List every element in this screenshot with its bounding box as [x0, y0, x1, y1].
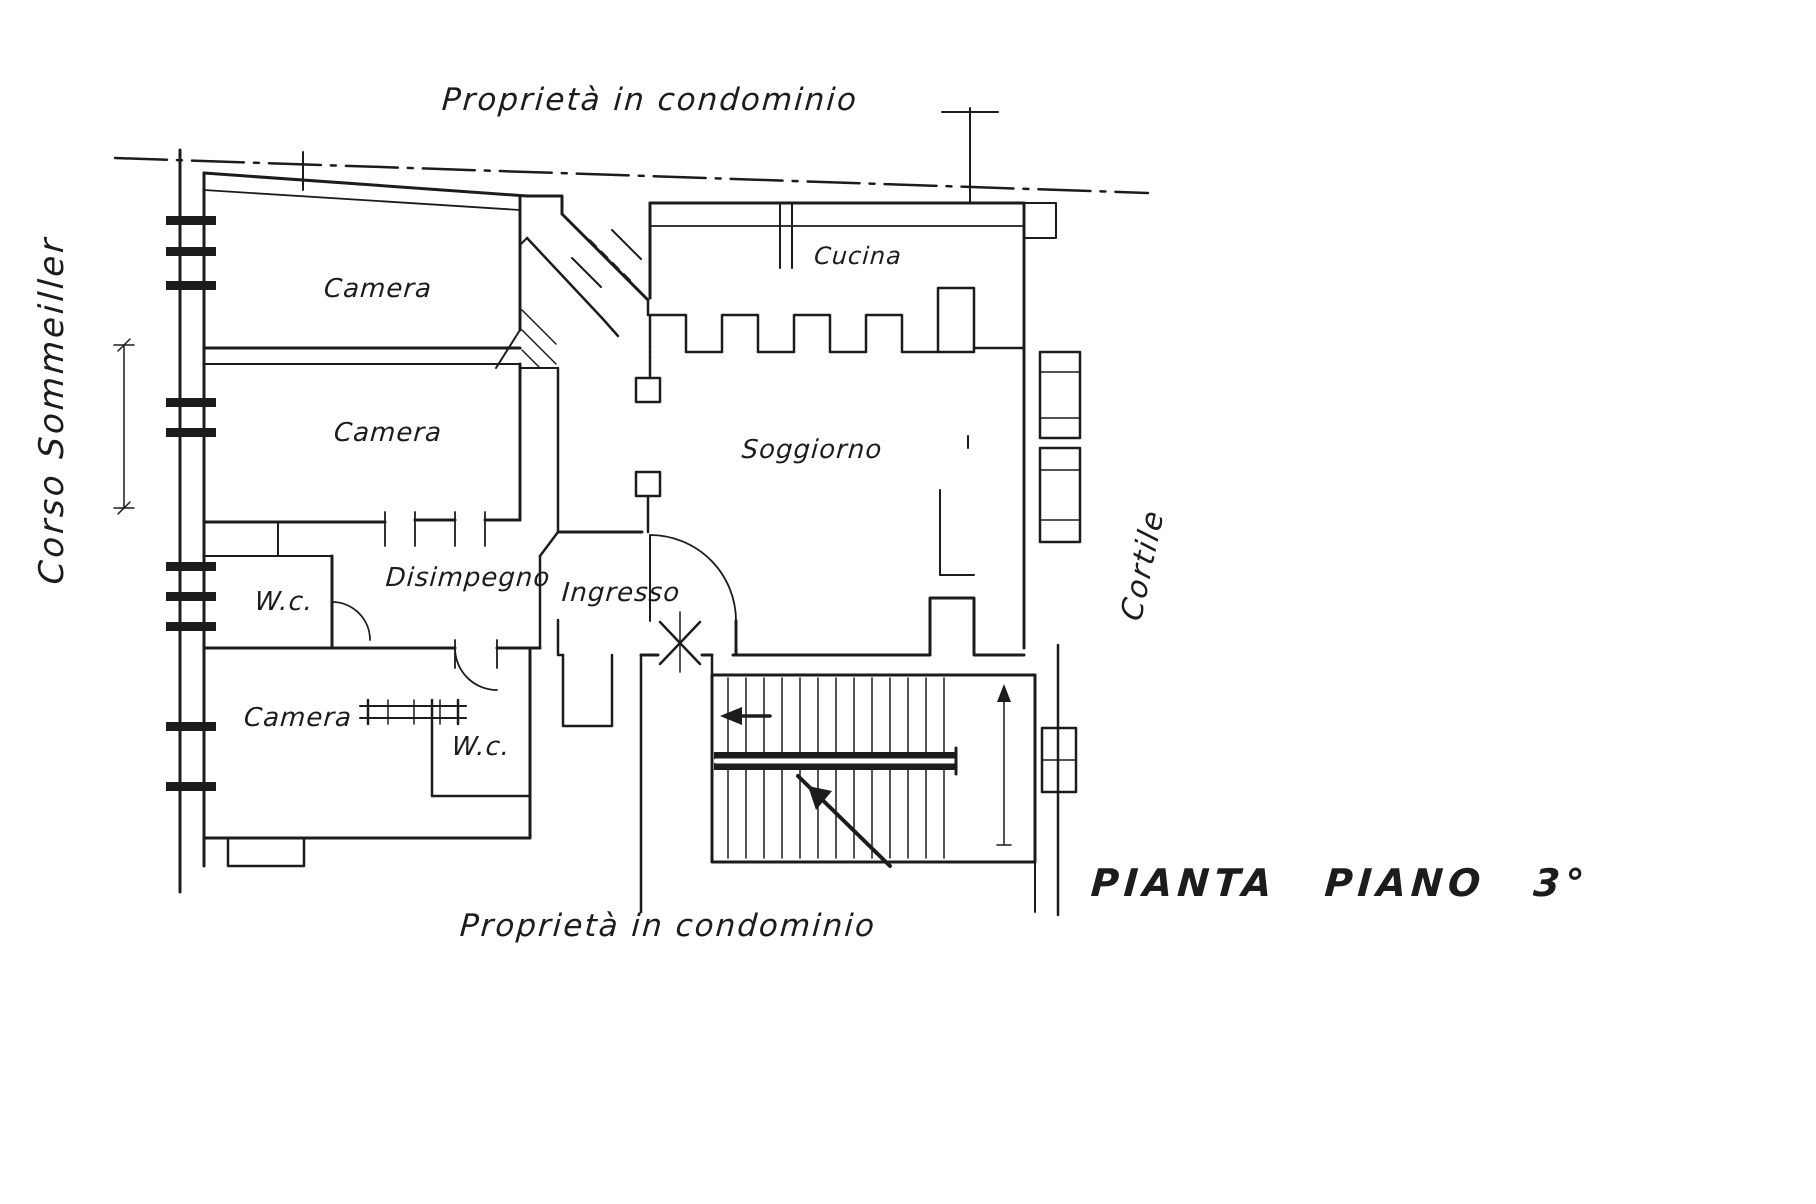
- staircase: [710, 673, 1037, 868]
- boundary-label-top: Proprietà in condominio: [440, 82, 860, 118]
- bay-windows: [1038, 350, 1082, 794]
- plan-title: PIANTA PIANO 3°: [1089, 861, 1591, 905]
- closet: [359, 698, 467, 726]
- windows-left-wall: [166, 216, 216, 791]
- room-label-camera-2: Camera: [332, 418, 444, 448]
- stair-direction-arrowhead: [808, 786, 832, 810]
- room-label-camera-1: Camera: [322, 274, 434, 304]
- door-swings: [331, 511, 737, 691]
- dimension-lines: [113, 338, 135, 515]
- entry-door-x: [658, 611, 702, 673]
- room-label-cucina: Cucina: [813, 242, 903, 270]
- entrance-vestibule: [495, 229, 650, 369]
- stair-landing-arrowhead: [720, 707, 742, 725]
- room-label-camera-3: Camera: [242, 703, 354, 733]
- boundary-label-bottom: Proprietà in condominio: [458, 908, 878, 944]
- interior-walls: [202, 107, 1026, 798]
- columns: [634, 350, 662, 534]
- street-label: Corso Sommeiller: [32, 234, 72, 586]
- exterior-walls: [178, 148, 1060, 917]
- crenellated-wall: [648, 286, 976, 354]
- property-boundary-line: [113, 151, 1150, 195]
- room-label-soggiorno: Soggiorno: [740, 435, 884, 465]
- room-label-disimpegno: Disimpegno: [384, 563, 552, 593]
- room-label-wc-1: W.c.: [253, 587, 315, 617]
- room-label-ingresso: Ingresso: [560, 578, 682, 608]
- room-label-wc-2: W.c.: [450, 732, 512, 762]
